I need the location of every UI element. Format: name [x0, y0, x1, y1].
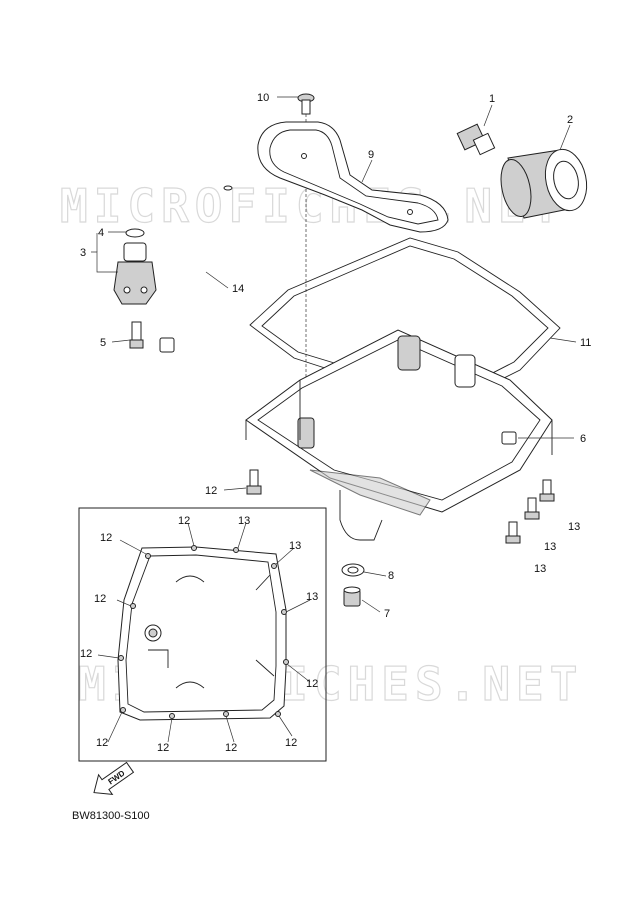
part-2-oil-filter[interactable]	[496, 146, 592, 220]
inset-callout-13-c[interactable]: 13	[306, 591, 318, 603]
part-5-bolt[interactable]	[129, 321, 144, 349]
inset-callout-12-a[interactable]: 12	[100, 532, 112, 544]
callout-8[interactable]: 8	[388, 570, 394, 582]
fwd-arrow: FWD	[93, 761, 135, 796]
inset-callout-13-b[interactable]: 13	[289, 540, 301, 552]
inset-callout-12-f[interactable]: 12	[96, 737, 108, 749]
inset-bottom-view	[78, 507, 327, 762]
inset-callout-12-g[interactable]: 12	[157, 742, 169, 754]
callout-6[interactable]: 6	[580, 433, 586, 445]
callout-4[interactable]: 4	[98, 227, 104, 239]
callout-5[interactable]: 5	[100, 337, 106, 349]
part-14-oil-pipe[interactable]	[159, 185, 233, 370]
callout-1[interactable]: 1	[489, 93, 495, 105]
part-1-oil-filter-fitting[interactable]	[456, 123, 496, 156]
callout-7[interactable]: 7	[384, 608, 390, 620]
inset-callout-12-h[interactable]: 12	[225, 742, 237, 754]
part-3-strainer-assembly[interactable]	[113, 228, 157, 305]
callout-labels: 10 1 2 9 4 3 5 14 11 6 12 13 13 13 8 7 1…	[80, 92, 591, 754]
inset-callout-12-b[interactable]: 12	[178, 515, 190, 527]
part-7-drain-plug[interactable]	[343, 586, 361, 607]
inset-callout-12-c[interactable]: 12	[94, 593, 106, 605]
diagram-code: BW81300-S100	[72, 810, 150, 822]
leader-lines	[91, 96, 577, 743]
inset-callout-12-d[interactable]: 12	[80, 648, 92, 660]
inset-callout-12-i[interactable]: 12	[285, 737, 297, 749]
callout-11[interactable]: 11	[580, 337, 591, 349]
inset-callout-13-a[interactable]: 13	[238, 515, 250, 527]
part-4-o-ring[interactable]	[125, 228, 145, 238]
callout-13-c[interactable]: 13	[534, 563, 546, 575]
callout-9[interactable]: 9	[368, 149, 374, 161]
part-8-washer[interactable]	[341, 563, 365, 577]
callout-14[interactable]: 14	[232, 283, 244, 295]
part-9-baffle-plate[interactable]	[257, 121, 449, 233]
callout-10[interactable]: 10	[257, 92, 269, 104]
inset-callout-12-e[interactable]: 12	[306, 678, 318, 690]
part-6-stud[interactable]	[501, 431, 517, 445]
bolts-13-right[interactable]	[505, 479, 555, 544]
bolt-12-left[interactable]	[246, 469, 262, 495]
callout-12-main[interactable]: 12	[205, 485, 217, 497]
callout-2[interactable]: 2	[567, 114, 573, 126]
callout-13-a[interactable]: 13	[568, 521, 580, 533]
callout-3[interactable]: 3	[80, 247, 86, 259]
oil-pan-body	[245, 329, 553, 541]
callout-13-b[interactable]: 13	[544, 541, 556, 553]
